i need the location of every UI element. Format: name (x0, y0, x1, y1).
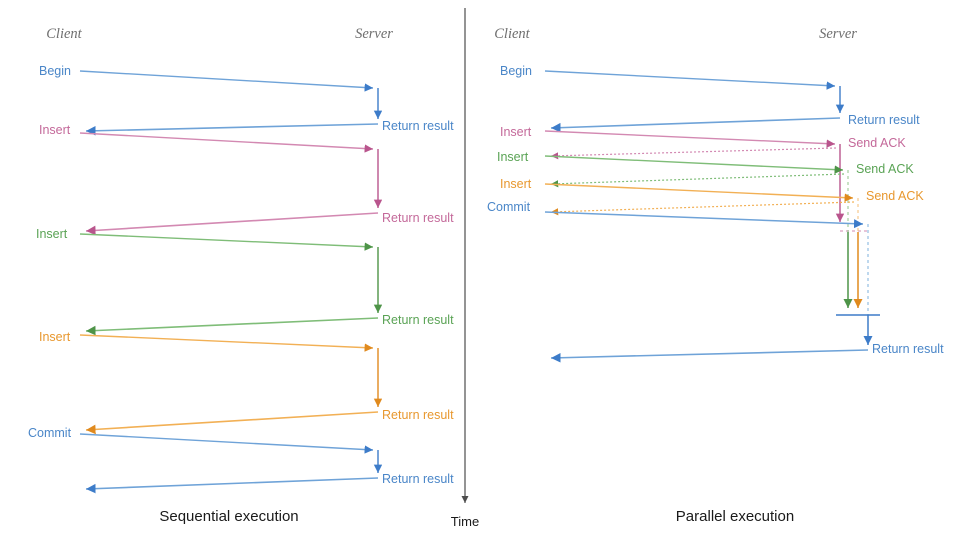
parallel-insert-1-label: Insert (500, 125, 532, 139)
parallel-message-insert-1: Insert Send ACK (500, 125, 906, 232)
parallel-message-commit: Commit Return result (487, 200, 944, 363)
parallel-commit-request (544, 211, 864, 229)
panel-parallel: Client Server Begin Return result Insert… (487, 26, 944, 525)
parallel-commit-label: Commit (487, 200, 531, 214)
sequential-insert-3-reply-label: Return result (382, 408, 454, 422)
sequential-insert-3-request (79, 334, 374, 352)
parallel-commit-reply (550, 349, 869, 363)
sequential-insert-2-reply (85, 317, 379, 336)
parallel-insert-3-ack-reply (550, 201, 855, 216)
parallel-insert-3-request (544, 183, 854, 202)
parallel-begin-reply-label: Return result (848, 113, 920, 127)
panel-sequential: Client Server Begin Return result Insert… (28, 26, 454, 525)
parallel-caption: Parallel execution (676, 508, 794, 525)
parallel-insert-2-request (544, 155, 844, 174)
time-axis: Time (451, 8, 479, 529)
parallel-server-header: Server (819, 26, 857, 42)
sequential-insert-2-label: Insert (36, 227, 68, 241)
sequential-insert-2-reply-label: Return result (382, 313, 454, 327)
sequential-insert-3-reply (85, 411, 379, 435)
sequential-insert-1-reply-label: Return result (382, 211, 454, 225)
parallel-insert-3-label: Insert (500, 177, 532, 191)
parallel-insert-1-ack-reply (550, 147, 837, 160)
sequential-message-insert-2: Insert Return result (36, 227, 454, 336)
parallel-begin-reply (550, 117, 841, 133)
parallel-begin-label: Begin (500, 64, 532, 78)
sequential-begin-request (79, 70, 374, 92)
parallel-insert-3-ack-label: Send ACK (866, 189, 924, 203)
sequential-commit-label: Commit (28, 426, 72, 440)
sequential-commit-request (79, 433, 374, 454)
sequential-insert-1-label: Insert (39, 123, 71, 137)
sequential-server-header: Server (355, 26, 393, 42)
sequential-message-insert-1: Insert Return result (39, 123, 454, 236)
sequential-commit-reply (85, 477, 379, 494)
parallel-begin-request (544, 70, 836, 90)
parallel-insert-2-label: Insert (497, 150, 529, 164)
sequential-insert-1-request (79, 132, 374, 153)
sequential-begin-label: Begin (39, 64, 71, 78)
time-axis-label: Time (451, 514, 479, 529)
parallel-message-insert-2: Insert Send ACK (497, 150, 914, 308)
parallel-insert-1-request (544, 130, 836, 148)
parallel-client-header: Client (494, 26, 530, 42)
sequential-begin-reply (85, 123, 379, 136)
parallel-message-insert-3: Insert Send ACK (500, 177, 924, 308)
sequential-commit-reply-label: Return result (382, 472, 454, 486)
parallel-message-begin: Begin Return result (500, 64, 920, 133)
sequential-insert-2-request (79, 233, 374, 251)
sequential-begin-reply-label: Return result (382, 119, 454, 133)
sequential-insert-3-label: Insert (39, 330, 71, 344)
sequential-message-insert-3: Insert Return result (39, 330, 454, 435)
parallel-insert-2-ack-label: Send ACK (856, 162, 914, 176)
sequential-client-header: Client (46, 26, 82, 42)
sequential-insert-1-reply (85, 212, 379, 236)
sequential-caption: Sequential execution (159, 508, 298, 525)
parallel-insert-2-ack-reply (550, 173, 845, 188)
sequential-message-begin: Begin Return result (39, 64, 454, 136)
parallel-commit-reply-label: Return result (872, 342, 944, 356)
sequential-message-commit: Commit Return result (28, 426, 454, 494)
parallel-insert-1-ack-label: Send ACK (848, 136, 906, 150)
